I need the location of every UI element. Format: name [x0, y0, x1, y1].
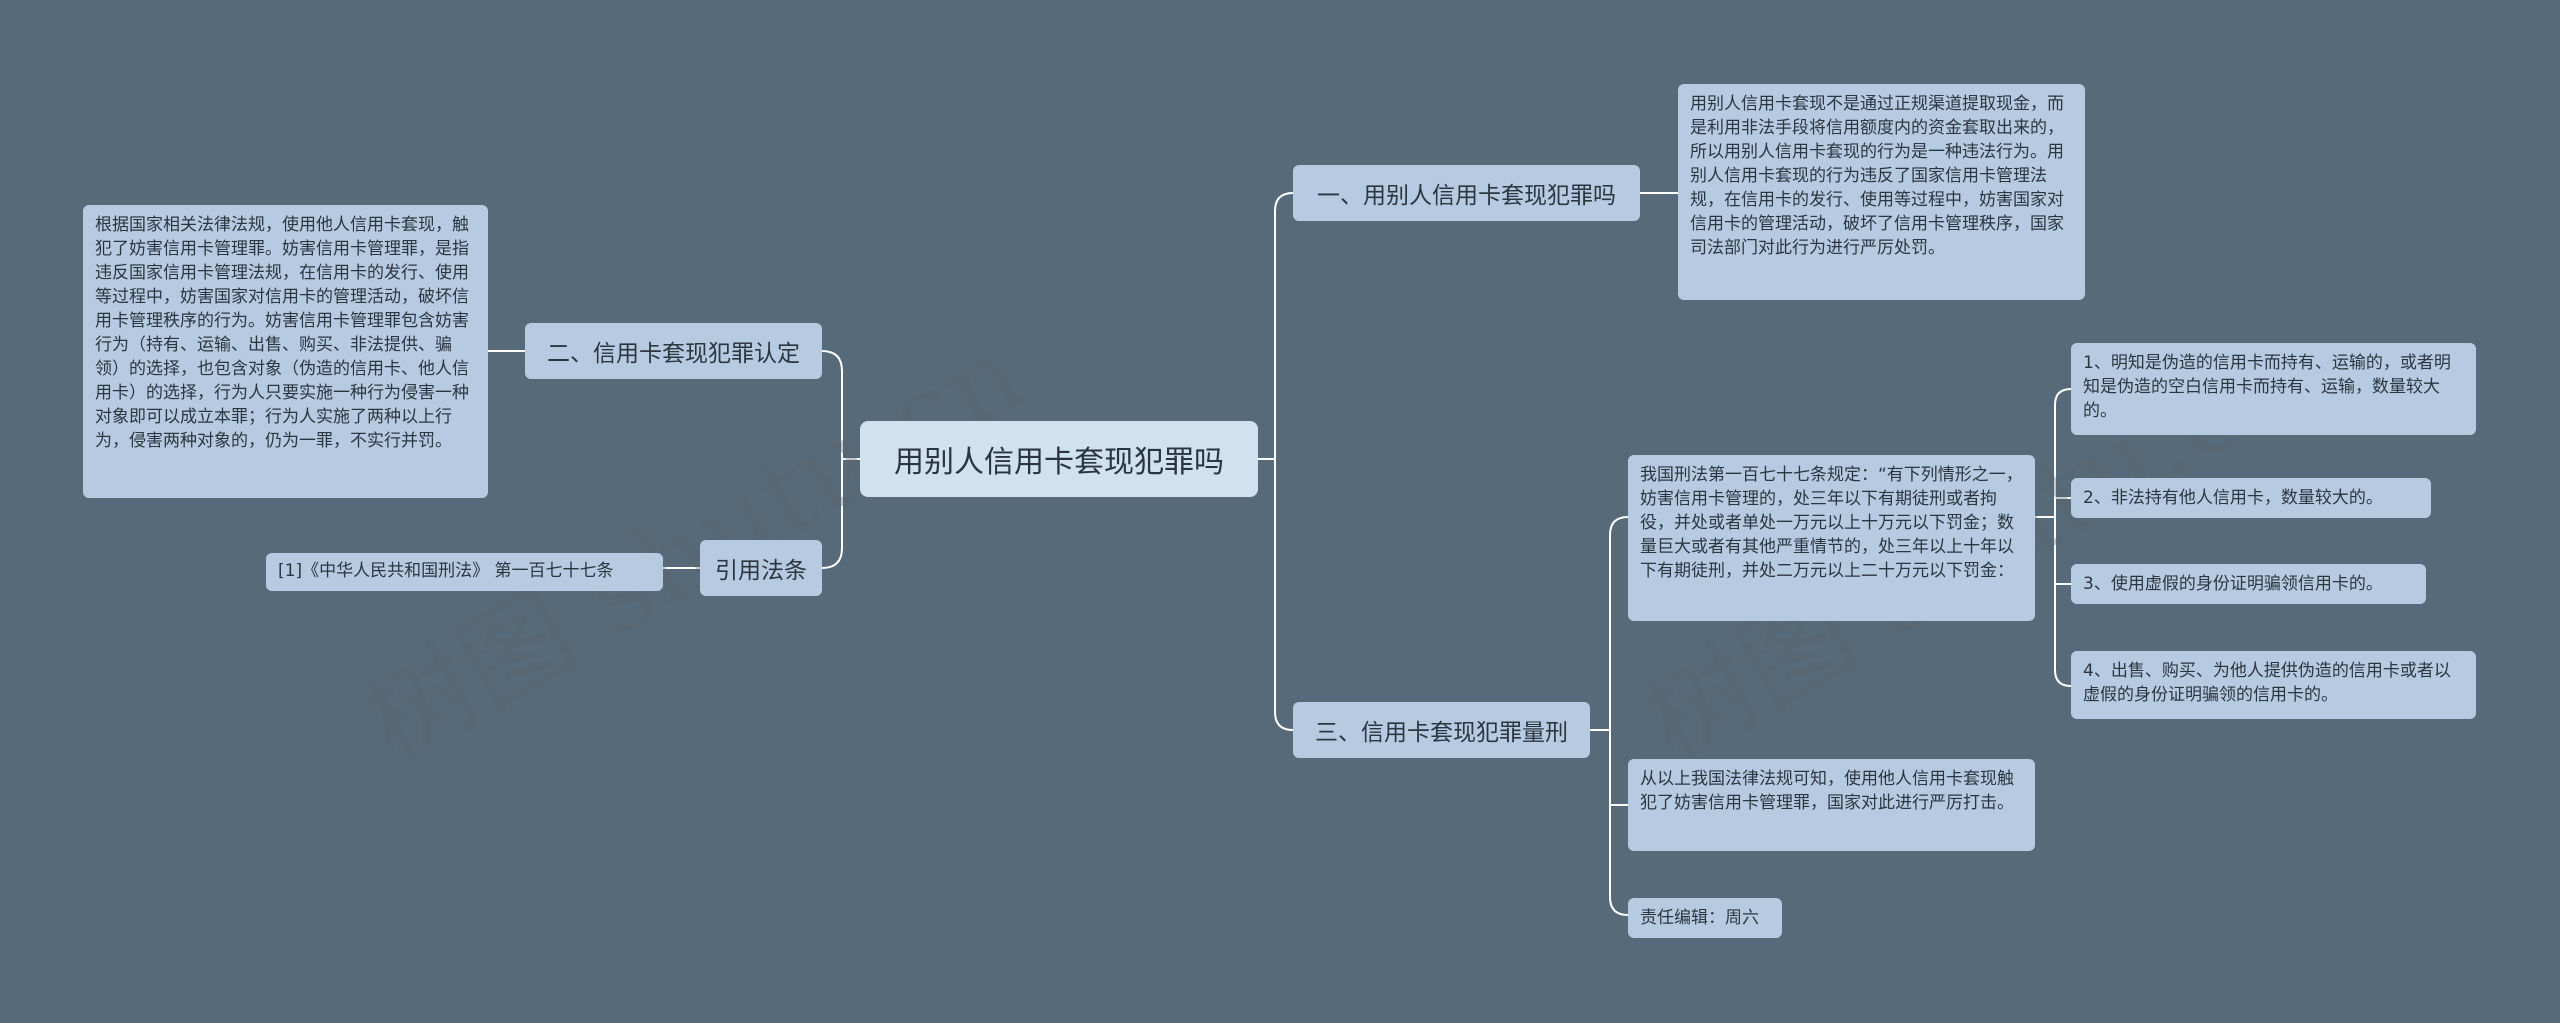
law-node[interactable]: 我国刑法第一百七十七条规定：“有下列情形之一，妨害信用卡管理的，处三年以下有期徒… — [1628, 455, 2035, 621]
conclusion-node[interactable]: 从以上我国法律法规可知，使用他人信用卡套现触犯了妨害信用卡管理罪，国家对此进行严… — [1628, 759, 2035, 851]
law-item-1-text: 1、明知是伪造的信用卡而持有、运输的，或者明知是伪造的空白信用卡而持有、运输，数… — [2083, 353, 2451, 421]
law-item-4[interactable]: 4、出售、购买、为他人提供伪造的信用卡或者以虚假的身份证明骗领的信用卡的。 — [2071, 651, 2476, 719]
editor-node[interactable]: 责任编辑：周六 — [1628, 898, 1782, 938]
connector-right-trunk — [1274, 192, 1294, 731]
law-item-2[interactable]: 2、非法持有他人信用卡，数量较大的。 — [2071, 478, 2431, 518]
branch-node-1[interactable]: 一、用别人信用卡套现犯罪吗 — [1293, 165, 1640, 221]
connector-b4-trunk — [1609, 516, 1629, 916]
root-node[interactable]: 用别人信用卡套现犯罪吗 — [860, 421, 1258, 497]
law-item-2-text: 2、非法持有他人信用卡，数量较大的。 — [2083, 488, 2383, 508]
law-item-1[interactable]: 1、明知是伪造的信用卡而持有、运输的，或者明知是伪造的空白信用卡而持有、运输，数… — [2071, 343, 2476, 435]
branch-label-2: 二、信用卡套现犯罪认定 — [547, 341, 800, 367]
editor-node-text: 责任编辑：周六 — [1640, 908, 1759, 928]
conclusion-node-text: 从以上我国法律法规可知，使用他人信用卡套现触犯了妨害信用卡管理罪，国家对此进行严… — [1640, 769, 2014, 813]
branch-node-4[interactable]: 三、信用卡套现犯罪量刑 — [1293, 702, 1590, 758]
connector-left-trunk — [821, 350, 843, 569]
citation-detail[interactable]: [1]《中华人民共和国刑法》 第一百七十七条 — [266, 553, 663, 591]
branch-2-detail[interactable]: 根据国家相关法律法规，使用他人信用卡套现，触犯了妨害信用卡管理罪。妨害信用卡管理… — [83, 205, 488, 498]
branch-label-4: 三、信用卡套现犯罪量刑 — [1315, 720, 1568, 746]
law-node-text: 我国刑法第一百七十七条规定：“有下列情形之一，妨害信用卡管理的，处三年以下有期徒… — [1640, 465, 2023, 581]
connector-law-trunk — [2054, 388, 2072, 687]
branch-2-detail-text: 根据国家相关法律法规，使用他人信用卡套现，触犯了妨害信用卡管理罪。妨害信用卡管理… — [95, 215, 469, 451]
branch-label-3: 引用法条 — [715, 558, 807, 584]
root-label: 用别人信用卡套现犯罪吗 — [894, 445, 1224, 480]
law-item-4-text: 4、出售、购买、为他人提供伪造的信用卡或者以虚假的身份证明骗领的信用卡的。 — [2083, 661, 2451, 705]
branch-1-detail[interactable]: 用别人信用卡套现不是通过正规渠道提取现金，而是利用非法手段将信用额度内的资金套取… — [1678, 84, 2085, 300]
citation-detail-text: [1]《中华人民共和国刑法》 第一百七十七条 — [278, 561, 614, 581]
branch-label-1: 一、用别人信用卡套现犯罪吗 — [1317, 183, 1616, 209]
branch-node-2[interactable]: 二、信用卡套现犯罪认定 — [525, 323, 822, 379]
branch-1-detail-text: 用别人信用卡套现不是通过正规渠道提取现金，而是利用非法手段将信用额度内的资金套取… — [1690, 94, 2064, 258]
law-item-3[interactable]: 3、使用虚假的身份证明骗领信用卡的。 — [2071, 564, 2426, 604]
law-item-3-text: 3、使用虚假的身份证明骗领信用卡的。 — [2083, 574, 2383, 594]
branch-node-3[interactable]: 引用法条 — [700, 540, 822, 596]
